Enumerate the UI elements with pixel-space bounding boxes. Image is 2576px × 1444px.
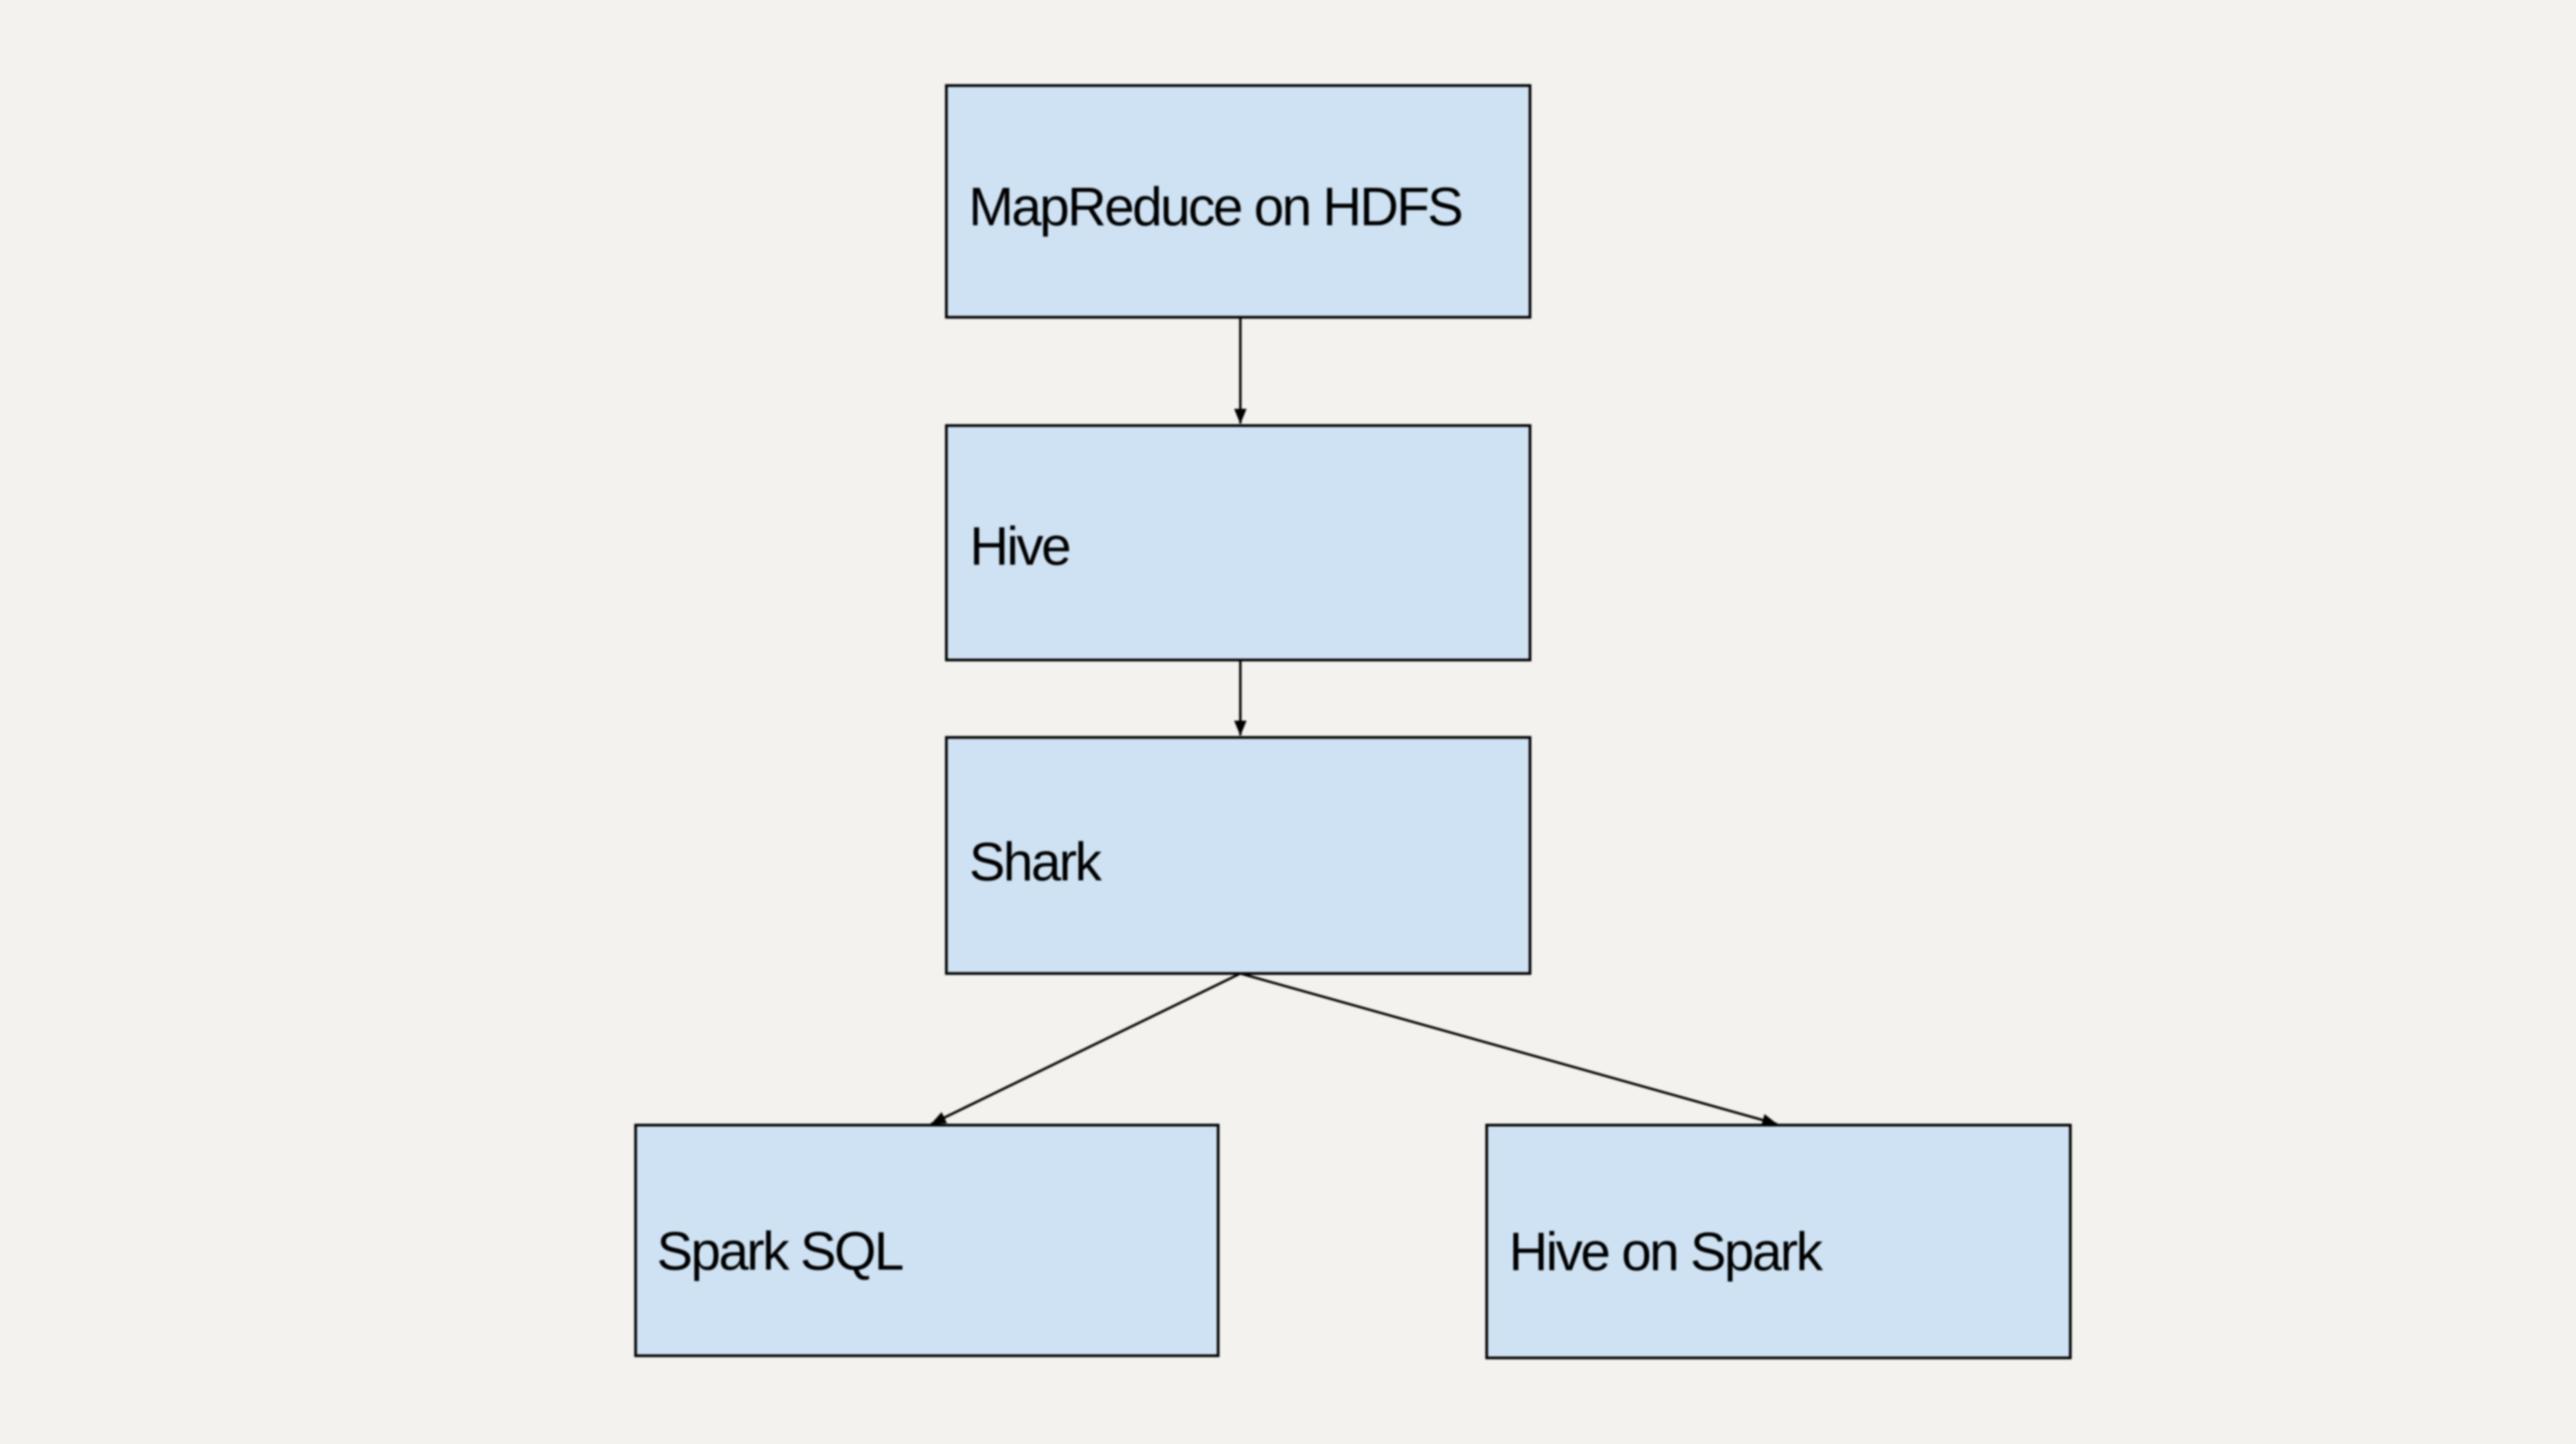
svg-text:MapReduce on HDFS: MapReduce on HDFS <box>969 177 1462 237</box>
svg-text:Hive: Hive <box>970 516 1069 577</box>
svg-text:Shark: Shark <box>969 832 1102 892</box>
svg-text:Hive on Spark: Hive on Spark <box>1509 1221 1823 1282</box>
svg-text:Spark SQL: Spark SQL <box>657 1221 903 1282</box>
